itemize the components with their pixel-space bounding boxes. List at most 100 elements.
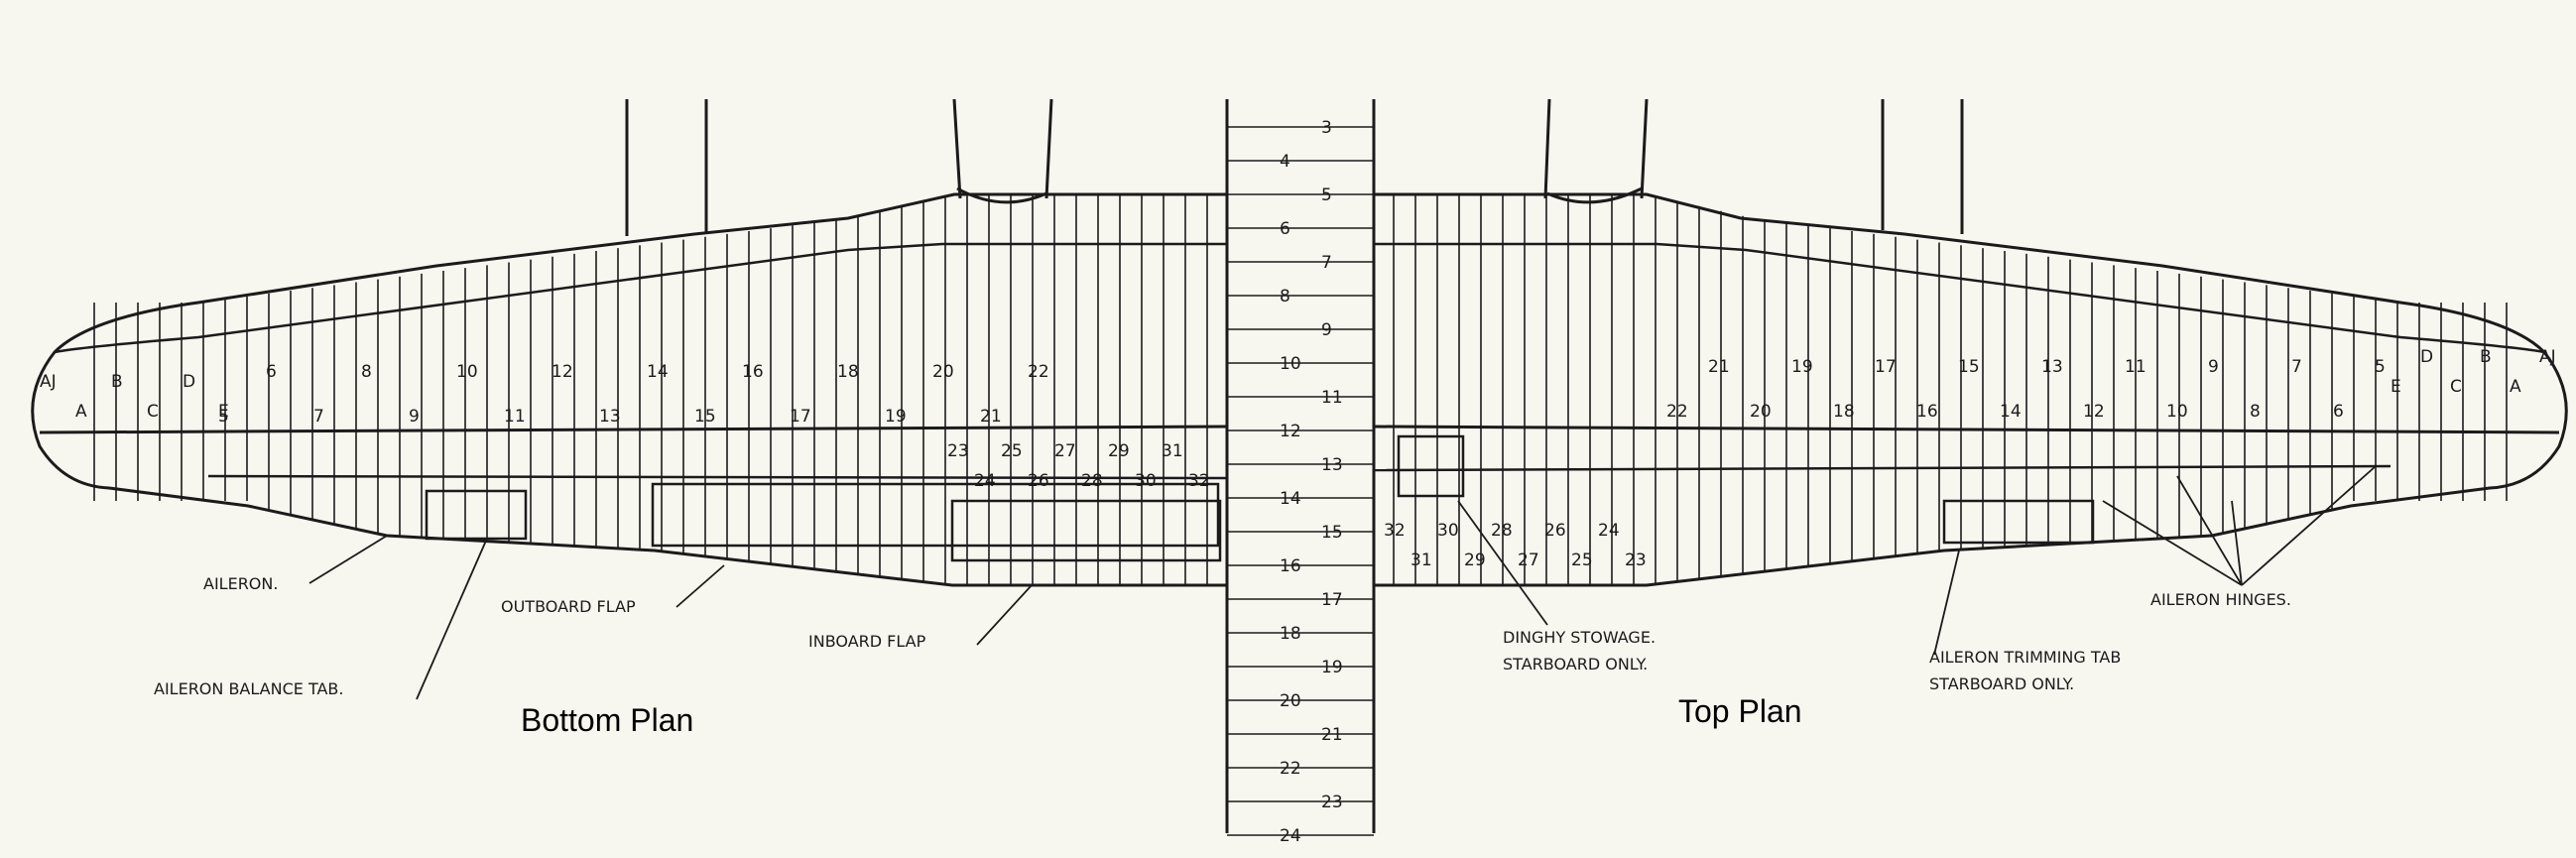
bottom-inner-rib-number: 24 — [974, 471, 996, 491]
aileron-trimming-tab-callout-line1: AILERON TRIMMING TAB — [1929, 648, 2121, 667]
top-rib-number: 19 — [1791, 357, 1813, 377]
fuselage-station-label: 5 — [1321, 185, 1332, 205]
bottom-rib-number: 9 — [409, 407, 420, 427]
bottom-inner-rib-number: 25 — [1001, 441, 1023, 461]
fuselage-station-label: 12 — [1280, 422, 1301, 441]
fuselage-station-label: 15 — [1321, 523, 1343, 543]
bottom-rib-number: 10 — [456, 362, 478, 382]
dinghy-stowage-box — [1397, 434, 1465, 498]
bottom-rib-number: 11 — [504, 407, 526, 427]
top-rib-number: 22 — [1666, 402, 1688, 422]
fuselage-station-label: 6 — [1280, 219, 1290, 239]
bottom-rib-number: 12 — [552, 362, 573, 382]
engine-nacelles — [625, 98, 1964, 236]
top-edge-letter: D — [2420, 347, 2433, 367]
fuselage-station-label: 18 — [1280, 624, 1301, 644]
bottom-rib-number: 15 — [694, 407, 716, 427]
bottom-rib-labels: AJABCDE567891011121314151617181920212223… — [40, 362, 1210, 491]
top-rib-number: 9 — [2208, 357, 2219, 377]
aileron-hinges-callout: AILERON HINGES. — [2150, 590, 2291, 609]
bottom-rib-number: 19 — [885, 407, 907, 427]
top-inner-rib-number: 30 — [1437, 521, 1459, 541]
bottom-edge-letter: B — [111, 372, 123, 392]
bottom-edge-letter: C — [147, 402, 159, 422]
top-rib-labels: 2221201918171615141312111098765EDCBAAJ32… — [1384, 347, 2556, 570]
fuselage-station-label: 19 — [1321, 658, 1343, 677]
outboard-flap-callout: OUTBOARD FLAP — [501, 597, 636, 616]
inboard-flap-callout: INBOARD FLAP — [808, 632, 926, 651]
callout-leaders — [308, 465, 2377, 700]
bottom-inner-rib-number: 30 — [1135, 471, 1157, 491]
fuselage-station-label: 10 — [1280, 354, 1301, 374]
bottom-rib-number: 13 — [599, 407, 621, 427]
bottom-inner-rib-number: 29 — [1108, 441, 1130, 461]
fuselage-station-label: 17 — [1321, 590, 1343, 610]
bottom-inner-rib-number: 26 — [1028, 471, 1049, 491]
fuselage-station-label: 9 — [1321, 320, 1332, 340]
top-inner-rib-number: 29 — [1464, 551, 1486, 570]
top-edge-letter: B — [2480, 347, 2492, 367]
bottom-inner-rib-number: 23 — [947, 441, 969, 461]
bottom-rib-number: 14 — [647, 362, 669, 382]
dinghy-stowage-callout-line2: STARBOARD ONLY. — [1503, 655, 1648, 674]
aileron-balance-tab-callout: AILERON BALANCE TAB. — [154, 679, 343, 698]
fuselage-section — [1225, 99, 1376, 833]
top-inner-rib-number: 27 — [1518, 551, 1539, 570]
bottom-rib-number: 7 — [313, 407, 324, 427]
top-inner-rib-number: 24 — [1598, 521, 1620, 541]
fuselage-station-label: 24 — [1280, 826, 1301, 846]
top-rib-number: 21 — [1708, 357, 1730, 377]
fuselage-station-label: 7 — [1321, 253, 1332, 273]
top-inner-rib-number: 26 — [1544, 521, 1566, 541]
top-inner-rib-number: 32 — [1384, 521, 1406, 541]
bottom-inner-rib-number: 31 — [1162, 441, 1183, 461]
top-edge-letter: A — [2510, 377, 2521, 397]
bottom-rib-number: 22 — [1028, 362, 1049, 382]
bottom-rib-number: 18 — [837, 362, 859, 382]
top-rib-number: 5 — [2375, 357, 2386, 377]
wing-ribs — [93, 194, 2508, 585]
bottom-plan-caption: Bottom Plan — [521, 702, 693, 738]
top-plan-caption: Top Plan — [1678, 693, 1802, 729]
fuselage-station-label: 14 — [1280, 489, 1301, 509]
bottom-rib-number: 6 — [266, 362, 277, 382]
top-rib-number: 15 — [1958, 357, 1980, 377]
fuselage-station-label: 11 — [1321, 388, 1343, 408]
fuselage-station-label: 20 — [1280, 691, 1301, 711]
top-rib-number: 20 — [1750, 402, 1772, 422]
bottom-edge-letter: AJ — [40, 372, 57, 392]
top-rib-number: 18 — [1833, 402, 1855, 422]
fuselage-station-ticks — [1227, 126, 1374, 836]
top-inner-rib-number: 23 — [1625, 551, 1647, 570]
aileron-balance-tab-box — [425, 489, 528, 541]
fuselage-station-label: 23 — [1321, 793, 1343, 812]
top-inner-rib-number: 31 — [1411, 551, 1432, 570]
top-rib-number: 8 — [2250, 402, 2261, 422]
aileron-callout: AILERON. — [203, 574, 278, 593]
aileron-trimming-tab-callout-line2: STARBOARD ONLY. — [1929, 674, 2074, 693]
bottom-inner-rib-number: 28 — [1081, 471, 1103, 491]
left-wing-outline — [31, 192, 1228, 587]
bottom-rib-number: 16 — [742, 362, 764, 382]
top-inner-rib-number: 28 — [1491, 521, 1513, 541]
top-rib-number: 13 — [2041, 357, 2063, 377]
top-rib-number: 11 — [2125, 357, 2147, 377]
top-rib-number: 14 — [2000, 402, 2022, 422]
fuselage-station-label: 3 — [1321, 118, 1332, 138]
fuselage-station-label: 4 — [1280, 152, 1290, 172]
inboard-flap-box — [950, 499, 1222, 562]
top-edge-letter: C — [2450, 377, 2462, 397]
bottom-rib-number: 5 — [218, 407, 229, 427]
control-surfaces — [425, 434, 2095, 562]
fuselage-station-label: 13 — [1321, 455, 1343, 475]
top-edge-letter: AJ — [2539, 347, 2556, 367]
fuselage-station-label: 22 — [1280, 759, 1301, 779]
top-edge-letter: E — [2391, 377, 2401, 397]
bottom-rib-number: 21 — [980, 407, 1002, 427]
top-rib-number: 10 — [2166, 402, 2188, 422]
top-rib-number: 12 — [2083, 402, 2105, 422]
bottom-edge-letter: D — [183, 372, 195, 392]
bottom-inner-rib-number: 27 — [1054, 441, 1076, 461]
